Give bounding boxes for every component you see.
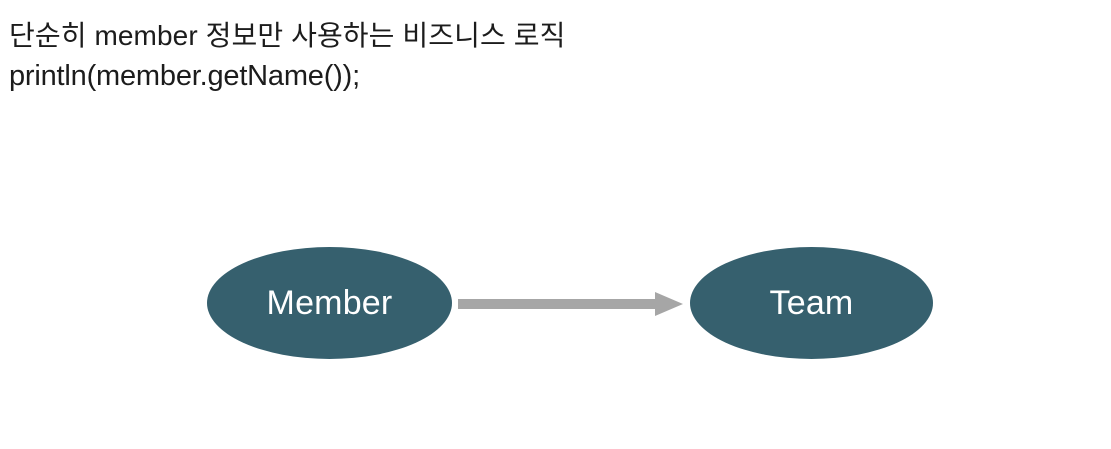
arrow-right-icon (458, 292, 683, 316)
node-team[interactable]: Team (690, 247, 933, 359)
node-member-label: Member (266, 284, 393, 322)
node-team-label: Team (769, 284, 854, 322)
edge-member-to-team (458, 292, 683, 316)
node-member[interactable]: Member (207, 247, 452, 359)
caption-line-1: 단순히 member 정보만 사용하는 비즈니스 로직 (9, 20, 566, 51)
caption-block: 단순히 member 정보만 사용하는 비즈니스 로직 println(memb… (9, 16, 1089, 96)
caption-line-2-code: println(member.getName()); (9, 60, 360, 92)
